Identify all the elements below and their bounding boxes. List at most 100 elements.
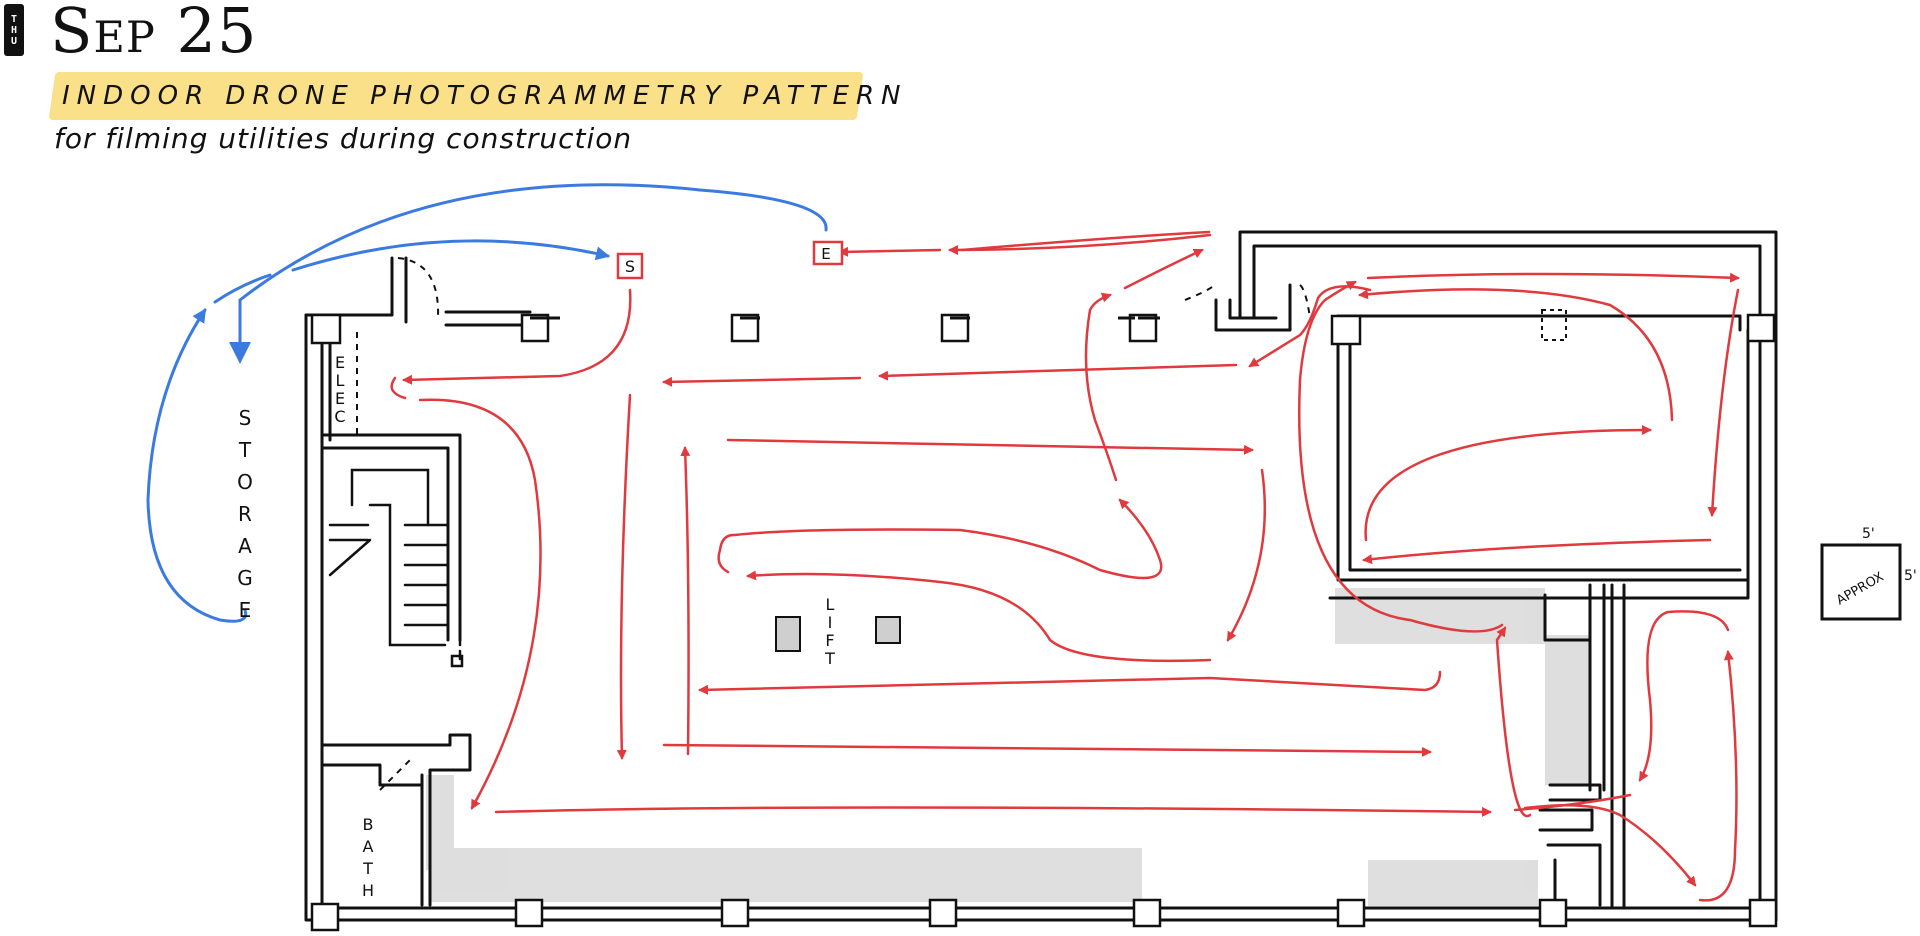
flight-path — [494, 806, 1492, 817]
wall-segment — [1543, 593, 1602, 802]
stair-wall — [320, 763, 422, 787]
end-marker: E — [812, 240, 844, 266]
flight-path — [418, 398, 542, 810]
transit-path — [213, 273, 272, 304]
column — [310, 313, 342, 345]
flight-path — [1123, 248, 1204, 290]
shaded-area — [1368, 860, 1538, 906]
shaded-area — [1335, 588, 1545, 644]
page-title: INDOOR DRONE PHOTOGRAMMETRY PATTERN — [62, 81, 908, 111]
walls — [304, 230, 1778, 922]
flight-path — [1366, 272, 1740, 283]
day-badge: T H U — [4, 4, 24, 56]
transit-paths — [146, 183, 828, 623]
column — [1746, 313, 1776, 343]
column — [1538, 898, 1568, 928]
flight-path — [717, 498, 1163, 580]
wall-segment — [1538, 808, 1602, 907]
flight-path — [1298, 280, 1504, 633]
flight-paths — [390, 230, 1740, 902]
label-letter: E — [335, 389, 345, 408]
column — [1748, 898, 1778, 928]
label-letter: R — [238, 502, 252, 526]
flight-path — [390, 376, 407, 400]
column — [720, 898, 750, 928]
transit-path — [291, 239, 610, 272]
shaded-area — [1545, 635, 1591, 785]
outer-wall — [304, 230, 1778, 922]
column — [1336, 898, 1366, 928]
column — [1330, 314, 1362, 346]
label-letter: I — [828, 613, 833, 632]
stair-wall — [320, 733, 472, 907]
label-letter: H — [362, 881, 374, 900]
flight-path — [1638, 610, 1730, 782]
flight-path — [1358, 288, 1674, 422]
flight-path — [1495, 626, 1532, 818]
inner-room-wall — [1336, 314, 1742, 332]
wall-segment — [1214, 283, 1292, 332]
flight-path — [680, 446, 691, 756]
label-letter: T — [824, 649, 835, 668]
wall-segment — [444, 310, 532, 327]
column — [514, 898, 544, 928]
day-letter: T — [10, 13, 18, 25]
label-letter: L — [336, 371, 345, 390]
label-letter: T — [362, 859, 373, 878]
label-letter: S — [239, 406, 252, 430]
lift-shaft — [875, 616, 901, 644]
wall-segment — [304, 256, 408, 324]
flight-path — [948, 233, 1212, 255]
flight-path — [726, 438, 1254, 455]
day-letter: U — [10, 35, 18, 47]
label-letter: T — [238, 438, 252, 462]
label-letter: A — [363, 837, 374, 856]
label-letter: L — [826, 595, 835, 614]
columns — [310, 313, 1778, 932]
flight-path — [1707, 288, 1740, 517]
lift — [775, 616, 901, 652]
day-letter: H — [10, 24, 18, 36]
flight-path — [878, 363, 1238, 381]
scale-dim-top: 5' — [1862, 526, 1875, 542]
column — [1132, 898, 1162, 928]
svg-text:E: E — [821, 245, 830, 263]
flight-path — [1248, 285, 1372, 368]
inner-room-wall — [1336, 314, 1750, 582]
transit-path — [146, 308, 248, 623]
flight-path — [1362, 538, 1712, 565]
scale-box — [1820, 543, 1902, 621]
column — [310, 902, 340, 932]
flight-path — [616, 393, 632, 760]
flight-path — [698, 670, 1442, 695]
wall-segment — [1588, 583, 1626, 910]
flight-path — [402, 288, 632, 385]
label-letter: E — [239, 598, 252, 622]
label-letter: O — [237, 470, 253, 494]
column — [928, 898, 958, 928]
flight-path — [746, 570, 1212, 663]
page-subtitle: for filming utilities during constructio… — [54, 122, 633, 155]
scale-dim-side: 5' — [1904, 568, 1917, 584]
label-letter: F — [825, 631, 834, 650]
dashed-lines — [356, 257, 1567, 791]
label-letter: E — [335, 353, 345, 372]
flight-path — [960, 230, 1211, 252]
wall-segment — [1328, 578, 1750, 600]
date-title: Sep 25 — [50, 0, 258, 67]
label-letter: C — [334, 407, 345, 426]
flight-path — [838, 246, 942, 257]
flight-path — [662, 743, 1432, 757]
flight-path — [1084, 292, 1118, 482]
label-letter: A — [238, 534, 252, 558]
flight-path — [1364, 425, 1652, 542]
stair-wall — [320, 433, 462, 642]
flight-path — [1698, 650, 1738, 902]
transit-path — [229, 183, 828, 364]
flight-path — [662, 376, 862, 387]
